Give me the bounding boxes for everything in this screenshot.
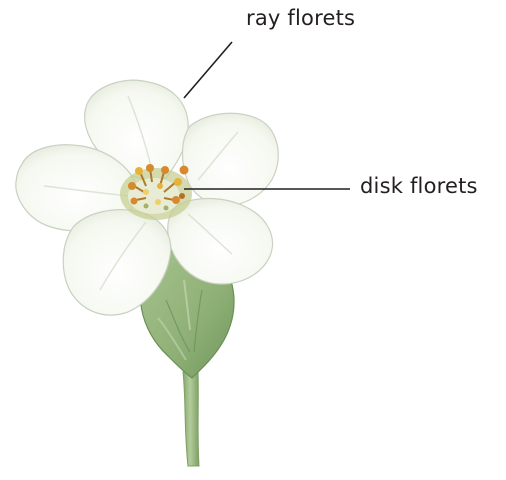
ray-florets-leader (184, 42, 232, 98)
disk-florets-label: disk florets (360, 174, 478, 198)
ray-florets-label: ray florets (246, 6, 355, 30)
petal-right (183, 113, 279, 206)
stem (183, 372, 199, 466)
